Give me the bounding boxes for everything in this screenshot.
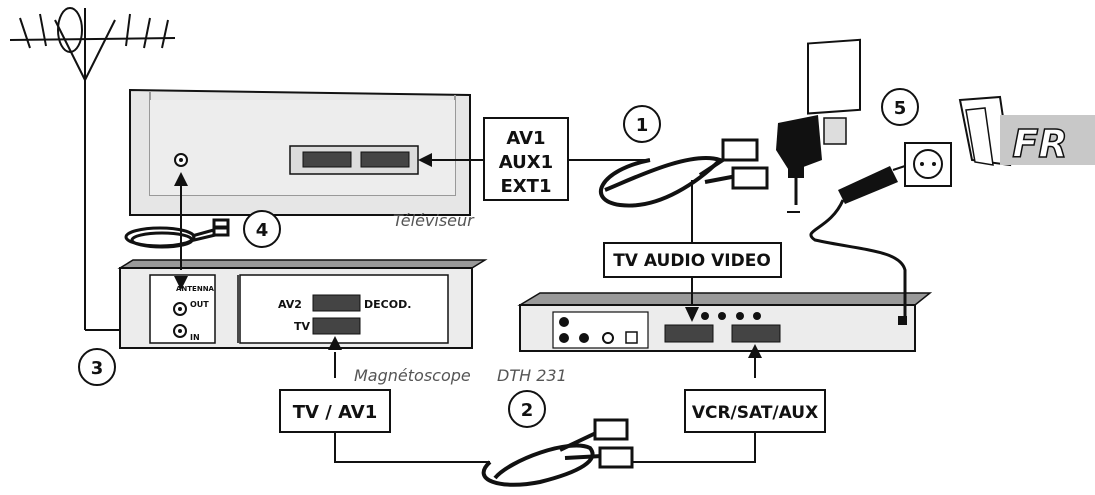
svg-text:TV AUDIO VIDEO: TV AUDIO VIDEO — [613, 251, 771, 271]
tv-audio-video-label: TV AUDIO VIDEO — [603, 242, 782, 278]
tv-input-aux1: AUX1 — [499, 152, 553, 173]
receiver-caption: DTH 231 — [497, 366, 567, 385]
svg-text:TV / AV1: TV / AV1 — [293, 402, 377, 423]
step-marker-3: 3 — [78, 348, 116, 386]
step-marker-2: 2 — [508, 390, 546, 428]
svg-text:4: 4 — [256, 220, 269, 241]
vcr-sat-aux-label: VCR/SAT/AUX — [684, 389, 826, 433]
svg-text:VCR/SAT/AUX: VCR/SAT/AUX — [692, 403, 818, 423]
vcr-decod-label: DECOD. — [364, 298, 411, 311]
tv-inputs-label: AV1 AUX1 EXT1 — [483, 117, 569, 201]
arrow-to-tv-scart — [418, 153, 650, 167]
tv-caption: Téléviseur — [393, 211, 475, 230]
svg-text:1: 1 — [636, 115, 649, 136]
vcr-in-label: IN — [190, 333, 200, 342]
rf-cable-icon — [124, 218, 230, 249]
arrow-to-receiver-tv-scart — [685, 307, 699, 322]
television — [129, 88, 471, 216]
svg-text:2: 2 — [521, 400, 534, 421]
step-marker-1: 1 — [623, 105, 661, 143]
antenna-icon — [9, 7, 176, 330]
scart-cable-icon-2 — [481, 418, 634, 487]
scart-cable-icon-1 — [598, 138, 769, 208]
vcr — [117, 259, 488, 349]
vcr-out-label: OUT — [190, 300, 209, 309]
step-marker-5: 5 — [881, 88, 919, 126]
power-cable — [809, 199, 907, 318]
arrow-up-tv-rf — [174, 172, 188, 186]
tv-input-av1: AV1 — [506, 128, 545, 149]
receiver-dth231 — [517, 292, 933, 352]
arrow-to-receiver-vcr-scart — [748, 344, 762, 358]
svg-text:3: 3 — [91, 358, 104, 379]
step-marker-4: 4 — [243, 210, 281, 248]
power-socket-icon — [838, 142, 952, 204]
arrow-to-vcr-tv-scart — [328, 336, 342, 350]
country-code: FR — [1012, 122, 1067, 166]
scart-cable-vcr-receiver — [334, 352, 756, 463]
vcr-antenna-label: ANTENNA — [176, 285, 215, 293]
svg-text:5: 5 — [894, 98, 907, 119]
fr-badge: FR — [958, 95, 1095, 167]
vcr-tv-label: TV — [294, 320, 311, 333]
tv-av1-label: TV / AV1 — [279, 389, 391, 433]
power-plug-icon — [776, 38, 861, 213]
arrow-down-vcr-rf — [174, 276, 188, 290]
vcr-caption: Magnétoscope — [354, 366, 471, 385]
vcr-av2-label: AV2 — [278, 298, 302, 311]
tv-input-ext1: EXT1 — [501, 176, 552, 197]
